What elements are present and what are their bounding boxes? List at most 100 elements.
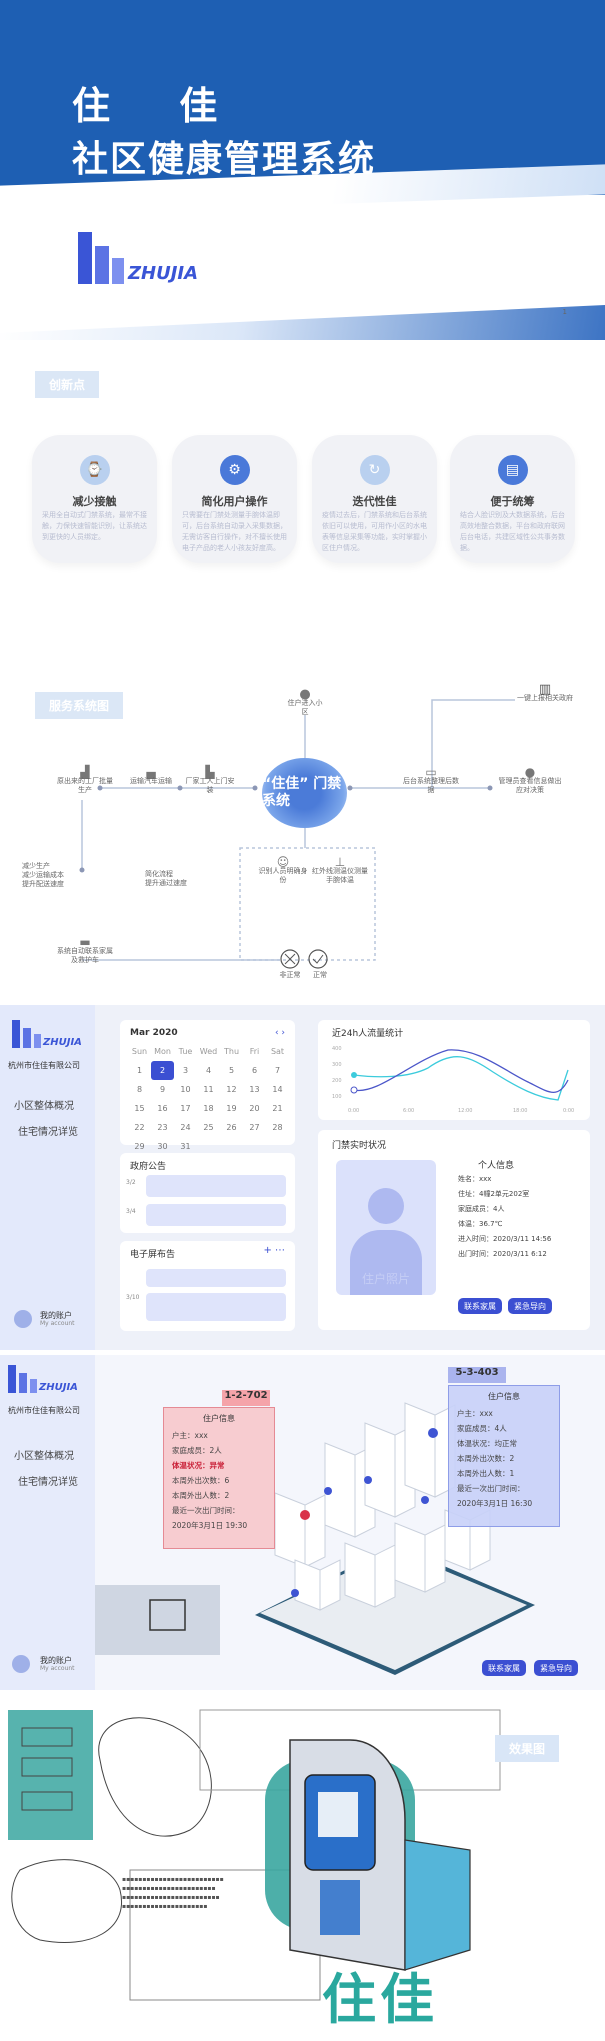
dashboard-detail: ZHUJIA 杭州市住佳有限公司 小区整体概况 住宅情况详览 我的账户 My a… <box>0 1355 605 1690</box>
gear-icon: ⚙ <box>219 455 250 485</box>
calendar-day[interactable]: 15 <box>134 1104 145 1113</box>
calendar-day[interactable]: 11 <box>203 1085 214 1094</box>
calendar-day[interactable]: 7 <box>274 1066 281 1075</box>
screen-item[interactable] <box>146 1269 286 1287</box>
node-worker: ▙厂家工人上门安装 <box>185 766 235 795</box>
info-owner: 户主：xxx <box>172 1431 208 1440</box>
calendar-day[interactable]: 12 <box>226 1085 237 1094</box>
calendar-day[interactable]: 26 <box>226 1123 237 1132</box>
menu-item-overview[interactable]: 小区整体概况 <box>14 1101 74 1112</box>
info-out-people: 本周外出人数：1 <box>457 1469 515 1478</box>
factory-icon: ▟ <box>80 765 90 779</box>
calendar-day[interactable]: 5 <box>228 1066 235 1075</box>
calendar-day[interactable]: 4 <box>205 1066 212 1075</box>
notice-date: 3/2 <box>126 1179 136 1186</box>
add-icon[interactable]: + ⋯ <box>263 1245 285 1256</box>
calendar-day[interactable]: 20 <box>249 1104 260 1113</box>
calendar-day[interactable]: 28 <box>272 1123 283 1132</box>
resident-photo: 住户照片 <box>336 1160 436 1295</box>
card-desc: 只需要在门禁处测量手腕体温即可，后台系统自动录入采集数据，无需访客自行操作，对不… <box>182 511 287 552</box>
info-family: 家庭成员：4人 <box>457 1424 507 1433</box>
avatar[interactable] <box>12 1655 30 1673</box>
contact-family-button[interactable]: 联系家属 <box>482 1660 526 1676</box>
calendar-day[interactable]: 16 <box>157 1104 168 1113</box>
info-out-count: 本周外出次数：2 <box>457 1454 515 1463</box>
card-title: 便于统筹 <box>490 495 535 508</box>
screen-board-title: 电子屏布告 <box>130 1250 176 1260</box>
account-label[interactable]: 我的账户 <box>40 1311 72 1320</box>
calendar-day[interactable]: 23 <box>157 1123 168 1132</box>
calendar-day[interactable]: 29 <box>134 1142 145 1151</box>
thermometer-icon: ⊥ <box>334 855 346 869</box>
hub-node: “住佳” 门禁系统 <box>262 758 347 828</box>
menu-item-detail[interactable]: 住宅情况详览 <box>18 1127 78 1138</box>
benefit-list-2: 简化流程 提升通过速度 <box>145 870 205 888</box>
calendar-day[interactable]: 22 <box>134 1123 145 1132</box>
company-name: 杭州市住佳有限公司 <box>8 1061 80 1070</box>
node-factory: ▟原出来的工厂批量生产 <box>55 765 115 795</box>
calendar-day[interactable]: 18 <box>203 1104 214 1113</box>
calendar-day[interactable]: 2 <box>151 1061 174 1080</box>
info-temp: 体温状况：均正常 <box>457 1439 517 1448</box>
info-owner: 户主：xxx <box>457 1409 493 1418</box>
series-point <box>351 1072 357 1078</box>
cover-band <box>0 0 605 195</box>
calendar-nav-icon[interactable]: ‹ › <box>274 1028 285 1038</box>
benefit-4: 简化流程 <box>145 870 173 878</box>
card-desc: 疫情过去后，门禁系统和后台系统依旧可以使用，可用作小区的水电表等信息采集等功能，… <box>322 511 427 552</box>
calendar-day[interactable]: 24 <box>180 1123 191 1132</box>
node-resident: ●住户进入小区 <box>285 688 325 717</box>
unit-tag-left[interactable]: 1-2-702 <box>222 1390 270 1406</box>
calendar-day[interactable]: 13 <box>249 1085 260 1094</box>
avatar[interactable] <box>14 1310 32 1328</box>
card-iteration: ↻ 迭代性佳 疫情过去后，门禁系统和后台系统依旧可以使用，可用作小区的水电表等信… <box>312 435 437 563</box>
calendar-day[interactable]: 1 <box>136 1066 143 1075</box>
resident-card-left: 住户信息 户主：xxx 家庭成员：2人 体温状况：异常 本周外出次数：6 本周外… <box>163 1407 275 1549</box>
calendar-day[interactable]: 19 <box>226 1104 237 1113</box>
screen-item[interactable] <box>146 1293 286 1321</box>
series-line-2 <box>353 1049 569 1093</box>
calendar-day[interactable]: 8 <box>136 1085 143 1094</box>
card-desc: 采用全自动式门禁系统，最常不接触，力保快速智能识别，让系统达到更快的人员绑定。 <box>42 511 147 541</box>
info-name: 姓名：xxx <box>458 1175 492 1183</box>
door-status-panel: 门禁实时状况 住户照片 个人信息 姓名：xxx 住址：4幢2单元202室 家庭成… <box>318 1130 590 1330</box>
alert-marker <box>300 1510 310 1520</box>
calendar-day[interactable]: 3 <box>182 1066 189 1075</box>
calendar-day[interactable]: 31 <box>180 1142 191 1151</box>
info-address: 住址：4幢2单元202室 <box>458 1190 530 1198</box>
account-sub: My account <box>40 1320 75 1327</box>
calendar-day[interactable]: 6 <box>251 1066 258 1075</box>
notice-item[interactable] <box>146 1175 286 1197</box>
calendar-day[interactable]: 9 <box>159 1085 166 1094</box>
contact-family-button[interactable]: 联系家属 <box>458 1298 502 1314</box>
calendar-day-header: Sun <box>131 1047 148 1056</box>
emergency-guide-button[interactable]: 紧急导向 <box>508 1298 552 1314</box>
calendar-day[interactable]: 21 <box>272 1104 283 1113</box>
series-point <box>350 1086 358 1094</box>
x-tick: 18:00 <box>513 1108 527 1114</box>
label-normal: 正常 <box>313 971 327 979</box>
brand-wordmark: 住佳 <box>322 1968 438 2031</box>
calendar-day[interactable]: 30 <box>157 1142 168 1151</box>
calendar-day[interactable]: 27 <box>249 1123 260 1132</box>
monitor-icon: ▭ <box>425 765 437 779</box>
menu-item-detail[interactable]: 住宅情况详览 <box>18 1477 78 1488</box>
sidebar-logo: ZHUJIA <box>12 1020 82 1048</box>
notice-item[interactable] <box>146 1204 286 1226</box>
emergency-guide-button[interactable]: 紧急导向 <box>534 1660 578 1676</box>
door-status-title: 门禁实时状况 <box>332 1141 387 1151</box>
calendar-day[interactable]: 14 <box>272 1085 283 1094</box>
account-label[interactable]: 我的账户 <box>40 1656 72 1665</box>
isometric-city-map[interactable] <box>95 1355 605 1690</box>
node-manager-label: 管理员查看信息做出应对决策 <box>498 777 562 794</box>
y-tick: 100 <box>332 1094 342 1100</box>
node-backend-label: 后台系统整理后数据 <box>403 777 459 794</box>
unit-tag-right[interactable]: 5-3-403 <box>448 1367 506 1383</box>
logo-icon <box>78 232 124 284</box>
calendar-day[interactable]: 25 <box>203 1123 214 1132</box>
menu-item-overview[interactable]: 小区整体概况 <box>14 1451 74 1462</box>
calendar-day[interactable]: 10 <box>180 1085 191 1094</box>
calendar-day[interactable]: 17 <box>180 1104 191 1113</box>
node-worker-label: 厂家工人上门安装 <box>185 777 235 794</box>
